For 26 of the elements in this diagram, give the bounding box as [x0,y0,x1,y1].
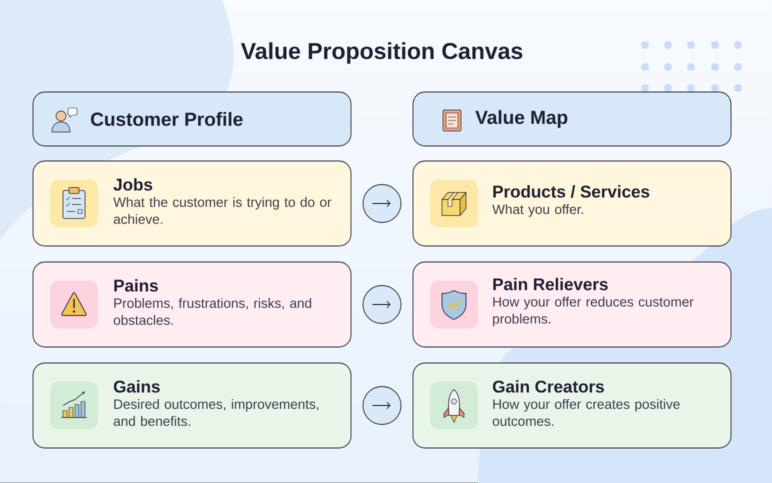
card-text: What the customer is trying to do or achieve. [113,197,332,224]
header-title: Value Map [475,110,568,128]
card-text: Problems, frustrations, risks, and obstacles. [114,298,312,325]
card-title: Jobs [113,178,152,191]
card [412,262,732,348]
circled-arrow [362,285,402,324]
circled-arrow [362,386,402,425]
card-text: How your offer reduces customer problems. [493,296,694,326]
header-title: Customer Profile [90,112,243,126]
card-text: How your offer creates positive outcomes. [492,399,680,426]
header-box [32,92,352,146]
card-text: What you offer. [492,204,584,217]
card [412,362,732,448]
card [412,160,732,246]
card-title: Gains [114,380,160,393]
card-title: Products / Services [493,185,650,198]
circled-arrow [362,184,402,223]
card [32,160,352,246]
card [32,362,352,448]
header-box [412,92,732,146]
card [32,262,352,348]
card-title: Pain Relievers [493,278,608,290]
card-text: Desired outcomes, improvements, and benefits. [114,399,318,426]
card-title: Pains [114,279,158,292]
card-title: Gain Creators [492,380,604,393]
title: Value Proposition Canvas [240,42,522,64]
